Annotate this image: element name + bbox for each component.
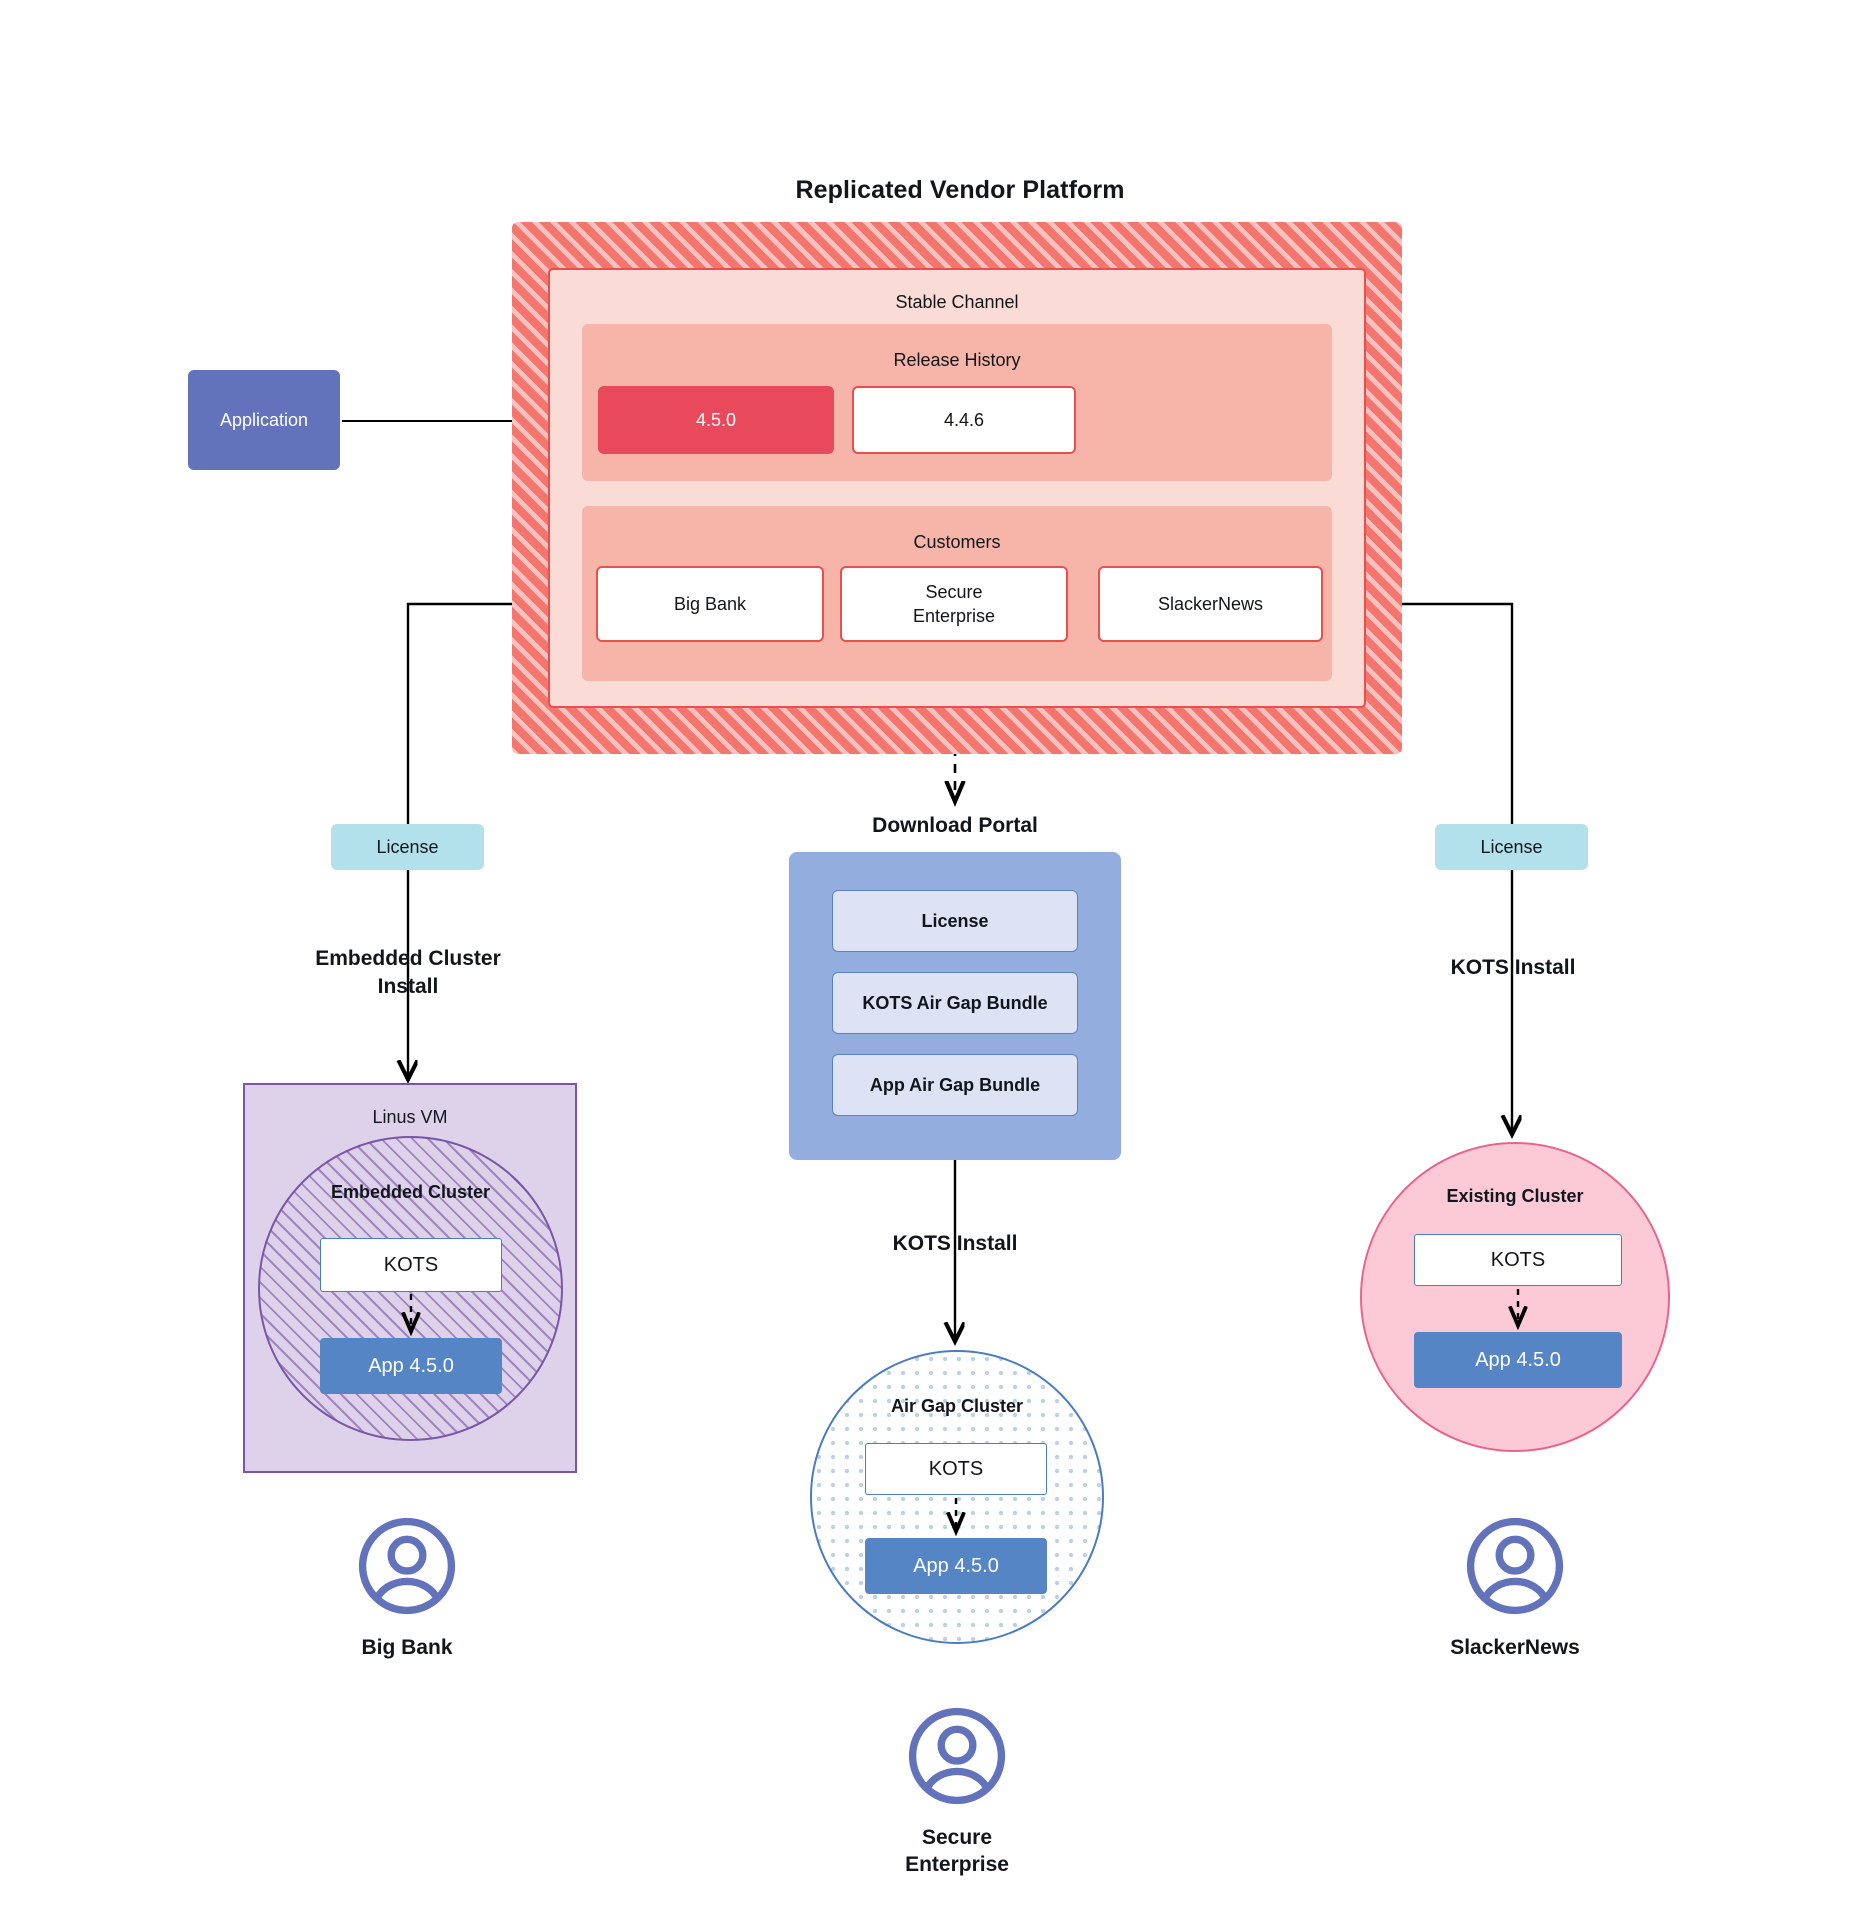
portal-item-app-air-gap-bundle[interactable]: App Air Gap Bundle xyxy=(832,1054,1078,1116)
customer-name-label: Big Bank xyxy=(673,593,747,614)
left-app-box[interactable]: App 4.5.0 xyxy=(320,1338,502,1394)
license-label: License xyxy=(376,836,439,857)
end-user-name-label: Secure Enterprise xyxy=(905,1826,1009,1877)
left-kots-box[interactable]: KOTS xyxy=(320,1238,502,1292)
user-avatar-icon xyxy=(840,1702,1074,1810)
kots-label: KOTS xyxy=(928,1457,984,1480)
license-label: License xyxy=(1480,836,1543,857)
license-badge-right[interactable]: License xyxy=(1435,824,1588,870)
end-user-secure-enterprise: Secure Enterprise xyxy=(840,1702,1074,1912)
end-user-name-label: SlackerNews xyxy=(1450,1636,1580,1659)
download-portal-title: Download Portal xyxy=(872,814,1038,837)
user-avatar-icon xyxy=(290,1512,524,1620)
kots-label: KOTS xyxy=(1490,1248,1546,1271)
customers-label: Customers xyxy=(913,531,1001,552)
license-badge-left[interactable]: License xyxy=(331,824,484,870)
application-node[interactable]: Application xyxy=(188,370,340,470)
install-label-right: KOTS Install xyxy=(1450,956,1576,979)
air-gap-cluster-circle xyxy=(810,1350,1104,1644)
portal-item-label: License xyxy=(921,910,989,931)
release-version-label: 4.4.6 xyxy=(943,409,985,430)
user-avatar-icon xyxy=(1398,1512,1632,1620)
app-version-label: App 4.5.0 xyxy=(1475,1348,1561,1371)
release-card-idle[interactable]: 4.4.6 xyxy=(852,386,1076,454)
linux-vm-label: Linus VM xyxy=(372,1106,448,1127)
stable-channel-label: Stable Channel xyxy=(895,291,1019,312)
customer-card-slackernews[interactable]: SlackerNews xyxy=(1098,566,1323,642)
embedded-cluster-label: Embedded Cluster xyxy=(330,1181,491,1202)
center-app-box[interactable]: App 4.5.0 xyxy=(865,1538,1047,1594)
right-app-box[interactable]: App 4.5.0 xyxy=(1414,1332,1622,1388)
portal-item-kots-air-gap-bundle[interactable]: KOTS Air Gap Bundle xyxy=(832,972,1078,1034)
air-gap-cluster-label: Air Gap Cluster xyxy=(890,1395,1024,1416)
existing-cluster-label: Existing Cluster xyxy=(1446,1185,1584,1206)
end-user-name-label: Big Bank xyxy=(361,1636,453,1659)
customer-card-secure-enterprise[interactable]: Secure Enterprise xyxy=(840,566,1068,642)
install-label-center: KOTS Install xyxy=(892,1232,1018,1255)
end-user-big-bank: Big Bank xyxy=(290,1512,524,1702)
customer-card-big-bank[interactable]: Big Bank xyxy=(596,566,824,642)
portal-item-label: KOTS Air Gap Bundle xyxy=(862,992,1048,1013)
platform-title: Replicated Vendor Platform xyxy=(795,175,1125,204)
portal-item-license[interactable]: License xyxy=(832,890,1078,952)
app-version-label: App 4.5.0 xyxy=(913,1554,999,1577)
right-kots-box[interactable]: KOTS xyxy=(1414,1234,1622,1286)
end-user-slackernews: SlackerNews xyxy=(1398,1512,1632,1702)
existing-cluster-circle xyxy=(1360,1142,1670,1452)
release-version-label: 4.5.0 xyxy=(695,409,737,430)
release-history-label: Release History xyxy=(893,349,1021,370)
customer-name-label: Secure Enterprise xyxy=(912,581,996,626)
install-label-left: Embedded Cluster Install xyxy=(315,947,501,998)
kots-label: KOTS xyxy=(383,1253,439,1276)
app-version-label: App 4.5.0 xyxy=(368,1354,454,1377)
release-card-active[interactable]: 4.5.0 xyxy=(598,386,834,454)
portal-item-label: App Air Gap Bundle xyxy=(869,1074,1041,1095)
center-kots-box[interactable]: KOTS xyxy=(865,1443,1047,1495)
customer-name-label: SlackerNews xyxy=(1157,593,1264,614)
application-label: Application xyxy=(219,409,309,430)
